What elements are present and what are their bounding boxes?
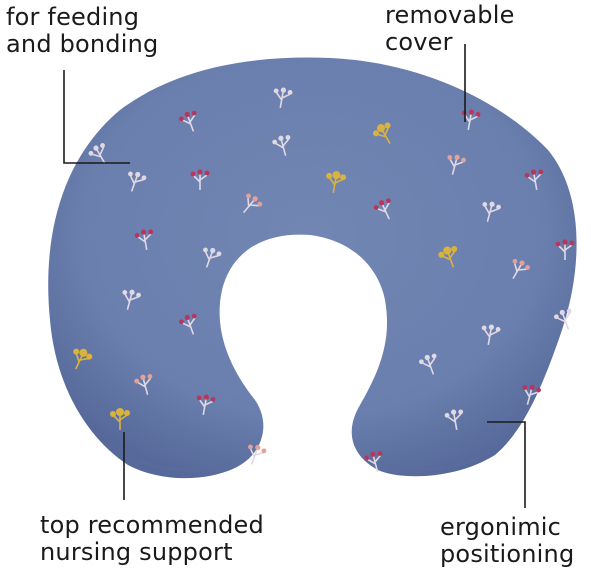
flower-sprig — [190, 169, 210, 190]
flower-sprig — [482, 201, 501, 222]
flower-sprig — [178, 110, 197, 132]
flower-sprig — [128, 171, 147, 192]
flower-sprig — [373, 198, 391, 220]
annotation-ergonomic: ergonimic positioning — [440, 514, 574, 568]
flower-sprig — [134, 374, 153, 395]
annotation-cover-line2: cover — [385, 28, 453, 56]
flower-sprig — [88, 143, 106, 165]
leader-ergonomic — [487, 421, 526, 508]
flower-sprig — [248, 444, 267, 465]
annotation-feeding-line2: and bonding — [6, 30, 159, 58]
annotation-support-line1: top recommended — [40, 511, 264, 539]
flower-sprig — [178, 313, 197, 335]
flower-sprig — [372, 122, 391, 145]
flower-sprig — [122, 289, 141, 310]
flower-sprig — [242, 193, 263, 214]
annotation-ergonomic-line2: positioning — [440, 540, 575, 568]
annotation-cover: removable cover — [385, 2, 515, 56]
pillow-body — [48, 57, 577, 479]
flower-sprig — [481, 324, 501, 345]
flower-sprig — [444, 409, 464, 430]
annotation-support-line2: nursing support — [40, 538, 233, 566]
flower-sprig — [555, 239, 575, 260]
flower-sprig — [438, 246, 458, 268]
flower-sprig — [418, 353, 437, 375]
flower-sprig — [196, 394, 216, 415]
annotation-cover-line1: removable — [385, 1, 515, 29]
annotation-feeding: for feeding and bonding — [6, 4, 158, 58]
flower-sprig — [110, 408, 130, 430]
flower-sprig — [272, 135, 291, 156]
flower-sprig — [447, 154, 466, 175]
flower-sprig — [203, 247, 222, 268]
flower-sprig — [522, 384, 541, 405]
flower-sprig — [512, 258, 530, 280]
annotation-support: top recommended nursing support — [40, 512, 264, 566]
annotation-feeding-line1: for feeding — [6, 3, 140, 31]
flower-sprig — [326, 171, 347, 193]
leader-lines — [63, 44, 526, 508]
flower-sprig — [73, 348, 93, 370]
leader-feeding — [63, 70, 130, 164]
flower-sprig — [273, 87, 293, 108]
flower-sprig — [364, 451, 383, 472]
flower-sprig — [553, 308, 572, 330]
floral-pattern — [73, 87, 575, 472]
annotation-ergonomic-line1: ergonimic — [440, 513, 562, 541]
flower-sprig — [134, 229, 154, 250]
flower-sprig — [524, 169, 544, 190]
